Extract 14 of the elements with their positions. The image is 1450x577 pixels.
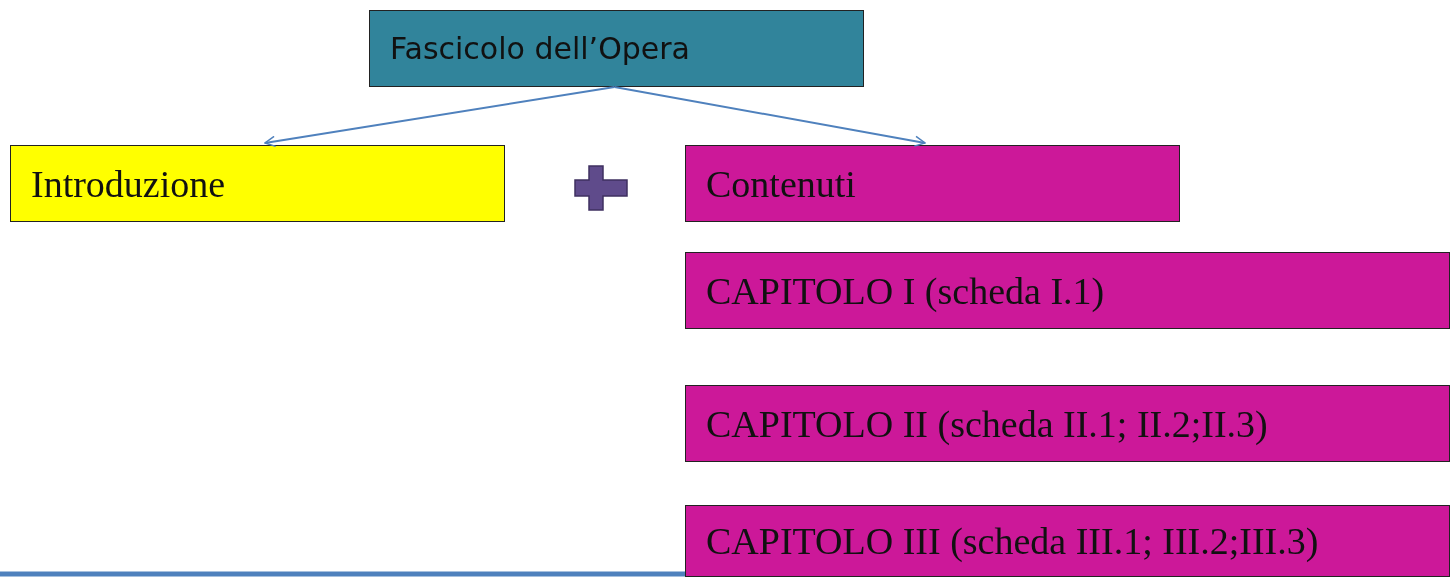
box-label: CAPITOLO III (scheda III.1; III.2;III.3) <box>706 519 1319 563</box>
box-label: Introduzione <box>31 161 226 206</box>
text-box <box>685 505 1450 577</box>
arrow <box>264 86 616 148</box>
box-label: Contenuti <box>706 161 856 206</box>
text-box <box>10 145 505 222</box>
text-box <box>685 252 1450 329</box>
arrow <box>613 86 926 147</box>
box-label: CAPITOLO II (scheda II.1; II.2;II.3) <box>706 401 1268 446</box>
text-box <box>369 10 864 87</box>
text-box <box>685 145 1180 222</box>
box-label: CAPITOLO I (scheda I.1) <box>706 268 1105 313</box>
box-label: Fascicolo dell’Opera <box>390 31 690 66</box>
text-box <box>685 385 1450 462</box>
